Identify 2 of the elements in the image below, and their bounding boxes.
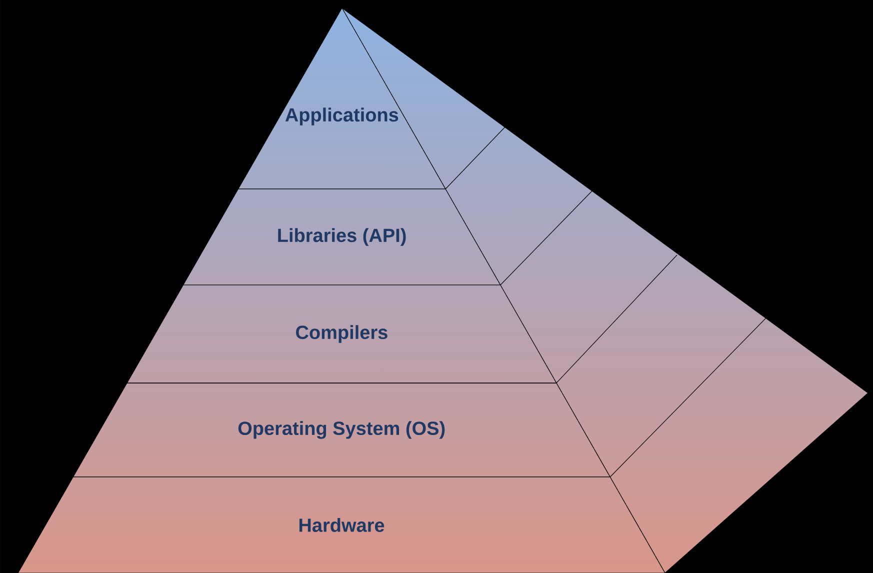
pyramid-layer: Operating System (OS) xyxy=(72,382,611,478)
pyramid-layer: Hardware xyxy=(18,476,666,573)
